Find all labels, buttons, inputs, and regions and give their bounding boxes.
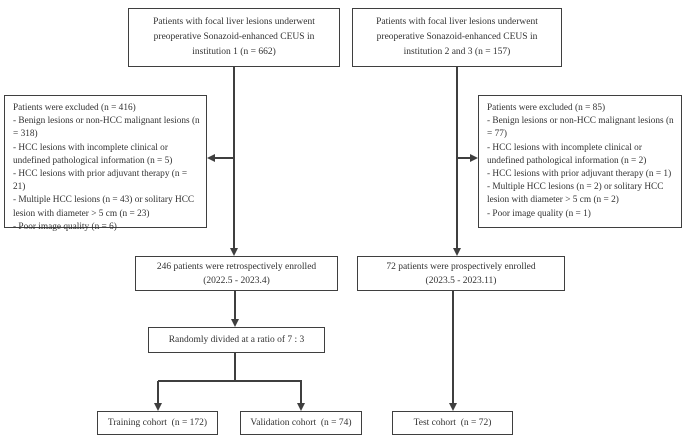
box-institution23-line3: institution 2 and 3 (n = 157) [403, 47, 511, 57]
excluded-right-item: - Multiple HCC lesions (n = 2) or solita… [487, 182, 664, 206]
excluded-left-item: - Multiple HCC lesions (n = 43) or solit… [13, 195, 195, 219]
connector-to-validation [300, 381, 302, 404]
box-random-split: Randomly divided at a ratio of 7 : 3 [148, 327, 325, 353]
arrowhead-into-retro [229, 248, 238, 256]
excluded-right-item: - Benign lesions or non-HCC malignant le… [487, 116, 674, 140]
excluded-left-title: Patients were excluded (n = 416) [13, 103, 136, 113]
box-test-cohort: Test cohort (n = 72) [392, 411, 513, 435]
test-cohort-label: Test cohort (n = 72) [413, 418, 492, 428]
connector-branch-excluded-right [457, 157, 471, 159]
box-excluded-left: Patients were excluded (n = 416) - Benig… [4, 95, 207, 232]
excluded-left-item: - Poor image quality (n = 6) [13, 221, 117, 232]
arrowhead-into-excluded-left [207, 153, 215, 162]
excluded-right-item: - HCC lesions with incomplete clinical o… [487, 142, 647, 166]
connector-to-training [157, 381, 159, 404]
excluded-left-item: - HCC lesions with prior adjuvant therap… [13, 169, 188, 193]
box-institution1-line3: institution 1 (n = 662) [192, 47, 276, 57]
arrowhead-into-test [448, 403, 457, 411]
validation-cohort-label: Validation cohort (n = 74) [250, 418, 352, 428]
box-institution1: Patients with focal liver lesions underw… [128, 8, 340, 67]
connector-retro-to-random [234, 291, 236, 320]
connector-random-down [234, 353, 236, 381]
enrolled-prospective-line1: 72 patients were prospectively enrolled [386, 261, 536, 272]
box-institution23: Patients with focal liver lesions underw… [352, 8, 562, 67]
connector-inst1-to-retro [233, 67, 235, 249]
box-validation-cohort: Validation cohort (n = 74) [240, 411, 362, 435]
box-institution1-line2: preoperative Sonazoid-enhanced CEUS in [153, 32, 315, 42]
connector-pros-to-test [452, 291, 454, 404]
excluded-left-item: - HCC lesions with incomplete clinical o… [13, 142, 173, 166]
box-enrolled-retrospective: 246 patients were retrospectively enroll… [135, 256, 338, 291]
enrolled-retrospective-line2: (2022.5 - 2023.4) [203, 275, 270, 286]
box-enrolled-prospective: 72 patients were prospectively enrolled … [357, 256, 565, 291]
training-cohort-label: Training cohort (n = 172) [107, 418, 208, 428]
connector-split-horizontal [157, 380, 302, 382]
random-split-label: Randomly divided at a ratio of 7 : 3 [168, 335, 305, 345]
box-excluded-right: Patients were excluded (n = 85) - Benign… [478, 95, 682, 228]
box-training-cohort: Training cohort (n = 172) [97, 411, 218, 435]
box-institution1-line1: Patients with focal liver lesions underw… [153, 17, 315, 27]
arrowhead-into-excluded-right [470, 153, 478, 162]
arrowhead-into-pros [452, 248, 461, 256]
excluded-left-item: - Benign lesions or non-HCC malignant le… [13, 116, 200, 140]
enrolled-prospective-line2: (2023.5 - 2023.11) [425, 275, 497, 286]
arrowhead-into-training [153, 403, 162, 411]
connector-branch-excluded-left [215, 157, 234, 159]
enrolled-retrospective-line1: 246 patients were retrospectively enroll… [156, 261, 317, 272]
arrowhead-into-random [230, 319, 239, 327]
excluded-right-title: Patients were excluded (n = 85) [487, 103, 606, 113]
box-institution23-line1: Patients with focal liver lesions underw… [376, 17, 538, 27]
box-institution23-line2: preoperative Sonazoid-enhanced CEUS in [376, 32, 538, 42]
excluded-right-item: - HCC lesions with prior adjuvant therap… [487, 169, 672, 180]
arrowhead-into-validation [296, 403, 305, 411]
excluded-right-item: - Poor image quality (n = 1) [487, 208, 591, 219]
